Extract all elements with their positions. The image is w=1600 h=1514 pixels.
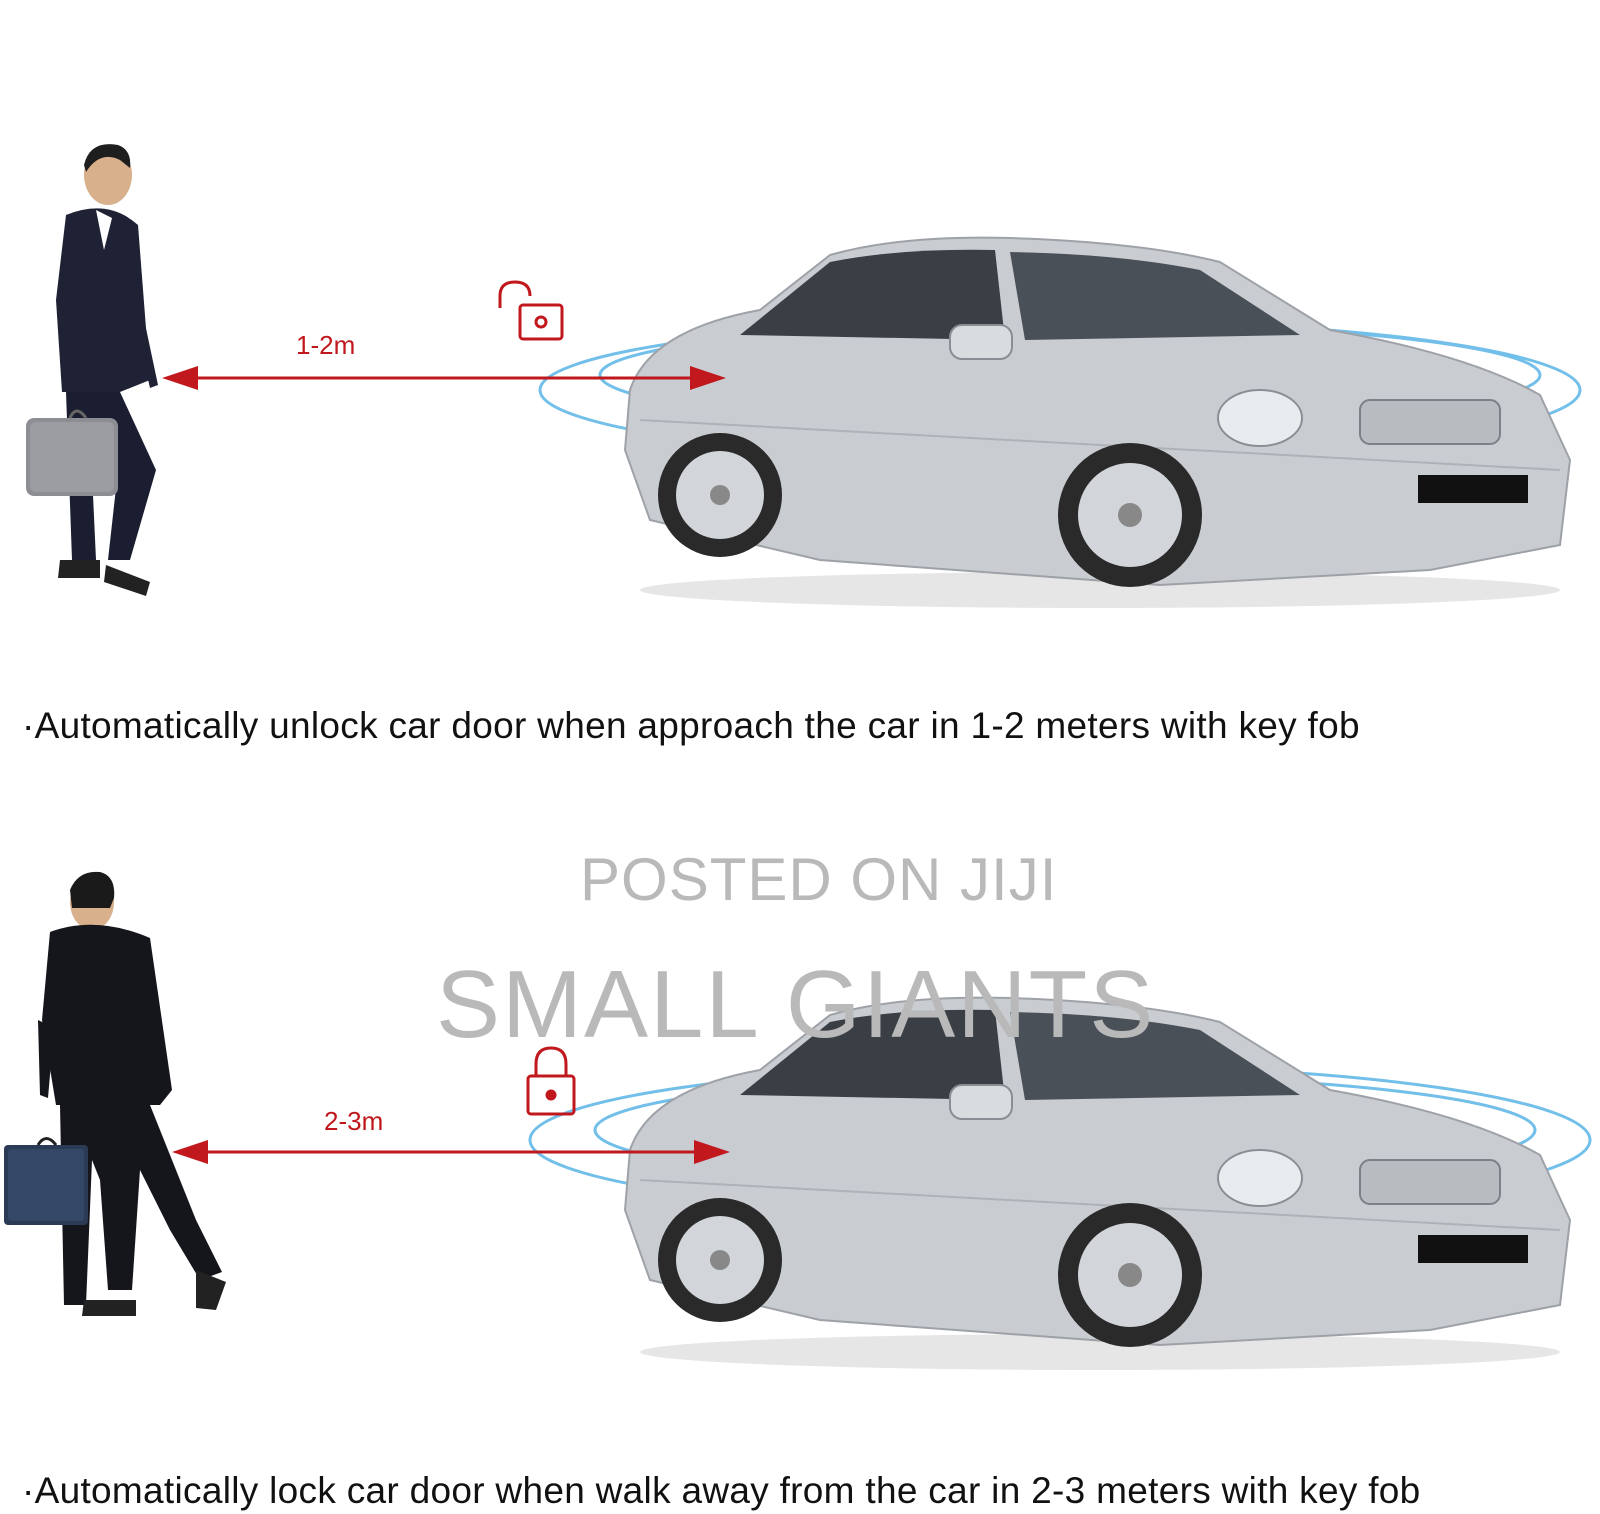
- distance-label: 1-2m: [296, 330, 356, 360]
- silver-sedan-car: [623, 996, 1572, 1370]
- man-approaching-figure: [26, 144, 158, 596]
- unlocked-padlock-icon: [498, 280, 564, 341]
- distance-arrow: [172, 1140, 730, 1164]
- unlock-caption: ·Automatically unlock car door when appr…: [22, 705, 1360, 746]
- man-walking-away-figure: [4, 871, 226, 1316]
- watermark-line1: POSTED ON JIJI: [580, 846, 1058, 913]
- lock-illustration: [4, 871, 1592, 1370]
- locked-padlock-icon: [526, 1046, 576, 1116]
- distance-arrow: [162, 366, 726, 390]
- silver-sedan-car: [623, 236, 1572, 608]
- lock-panel: 2-3m ·Automatically lock car door when w…: [0, 760, 1600, 1514]
- watermark-line2: SMALL GIANTS: [436, 951, 1156, 1058]
- unlock-illustration: [26, 144, 1582, 608]
- lock-caption: ·Automatically lock car door when walk a…: [22, 1470, 1421, 1511]
- distance-label: 2-3m: [324, 1106, 384, 1136]
- unlock-panel: 1-2m ·Automatically unlock car door when…: [22, 144, 1582, 746]
